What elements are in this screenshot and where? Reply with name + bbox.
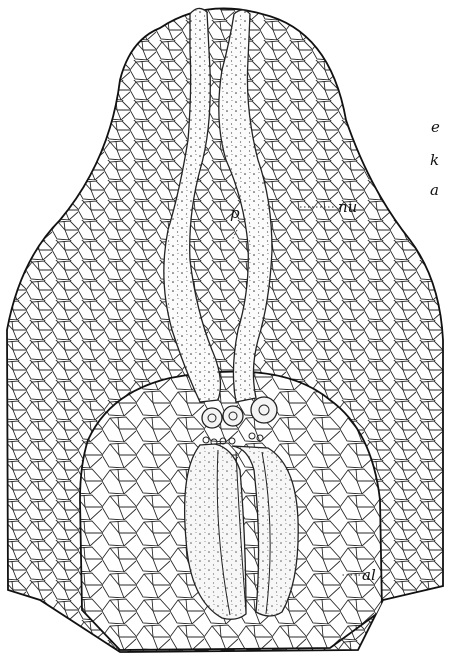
label-a: a	[430, 181, 439, 199]
label-nu: nu	[338, 198, 357, 216]
label-p: p	[230, 204, 240, 222]
label-e: e	[431, 118, 440, 136]
label-k: k	[430, 151, 439, 169]
label-al: al	[362, 566, 376, 584]
